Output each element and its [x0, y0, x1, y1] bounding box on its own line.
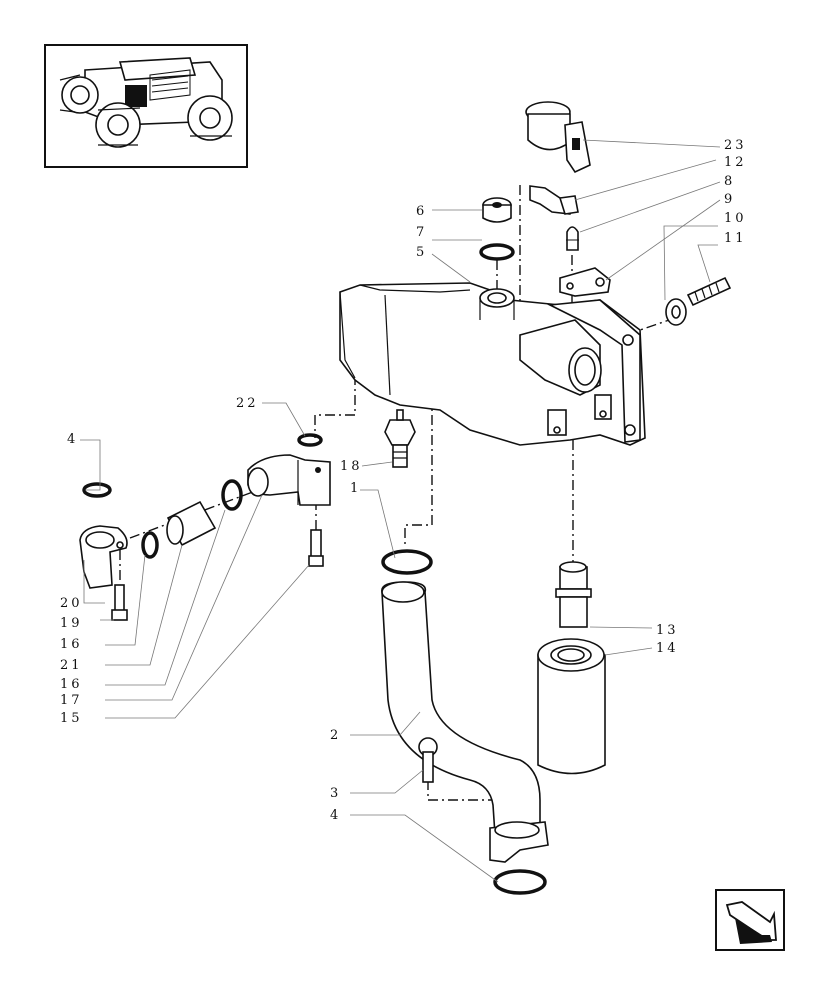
callout-10[interactable]: 10: [724, 211, 747, 226]
callout-4-bottom[interactable]: 4: [330, 808, 341, 823]
flange-elbow[interactable]: [79, 525, 128, 589]
pressure-switch[interactable]: [525, 101, 591, 174]
bracket[interactable]: [559, 267, 611, 297]
plug[interactable]: [482, 197, 512, 223]
sleeve[interactable]: [166, 500, 217, 547]
callout-1[interactable]: 1: [350, 481, 361, 496]
callout-16-upper[interactable]: 16: [60, 637, 83, 652]
pipe[interactable]: [381, 581, 549, 863]
filter-cartridge[interactable]: [537, 638, 606, 775]
callout-17[interactable]: 17: [60, 693, 83, 708]
callout-7[interactable]: 7: [416, 225, 427, 240]
callout-22[interactable]: 22: [236, 396, 259, 411]
callout-2[interactable]: 2: [330, 728, 341, 743]
callout-8[interactable]: 8: [724, 174, 735, 189]
tractor-thumbnail[interactable]: [44, 44, 248, 168]
bolt-15[interactable]: [308, 529, 324, 567]
callout-4-left[interactable]: 4: [67, 432, 78, 447]
callout-23[interactable]: 23: [724, 138, 747, 153]
callout-11[interactable]: 11: [724, 231, 747, 246]
temperature-sensor[interactable]: [529, 185, 579, 215]
callout-21[interactable]: 21: [60, 658, 83, 673]
stud[interactable]: [686, 276, 732, 307]
callout-12[interactable]: 12: [724, 155, 747, 170]
callout-16-lower[interactable]: 16: [60, 677, 83, 692]
callout-14[interactable]: 14: [656, 641, 679, 656]
adapter[interactable]: [555, 561, 592, 628]
callout-9[interactable]: 9: [724, 192, 735, 207]
next-page-arrow-icon[interactable]: [715, 889, 785, 951]
callout-15[interactable]: 15: [60, 711, 83, 726]
callout-3[interactable]: 3: [330, 786, 341, 801]
nut[interactable]: [665, 298, 687, 326]
callout-13[interactable]: 13: [656, 623, 679, 638]
bolt-3[interactable]: [418, 737, 438, 783]
elbow-fitting[interactable]: [247, 454, 331, 506]
o-ring-4-left[interactable]: [82, 482, 112, 498]
callout-19[interactable]: 19: [60, 616, 83, 631]
callout-6[interactable]: 6: [416, 204, 427, 219]
o-ring-16-upper[interactable]: [221, 479, 243, 511]
bolt-19[interactable]: [111, 584, 128, 621]
manifold-housing[interactable]: [339, 282, 646, 446]
callout-20[interactable]: 20: [60, 596, 83, 611]
o-ring-1[interactable]: [381, 549, 433, 575]
o-ring-16-lower[interactable]: [141, 531, 159, 559]
callout-18[interactable]: 18: [340, 459, 363, 474]
callout-5[interactable]: 5: [416, 245, 427, 260]
sender-unit[interactable]: [384, 409, 416, 468]
o-ring-4-bottom[interactable]: [493, 869, 547, 895]
leader-lines: [80, 139, 721, 883]
o-ring-22[interactable]: [297, 433, 323, 447]
o-ring-plug[interactable]: [479, 243, 515, 261]
grease-nipple[interactable]: [566, 226, 579, 251]
callout-labels: 23 12 8 9 10 11 6 7 5 22 18 1 4 20 19 16…: [60, 138, 747, 823]
